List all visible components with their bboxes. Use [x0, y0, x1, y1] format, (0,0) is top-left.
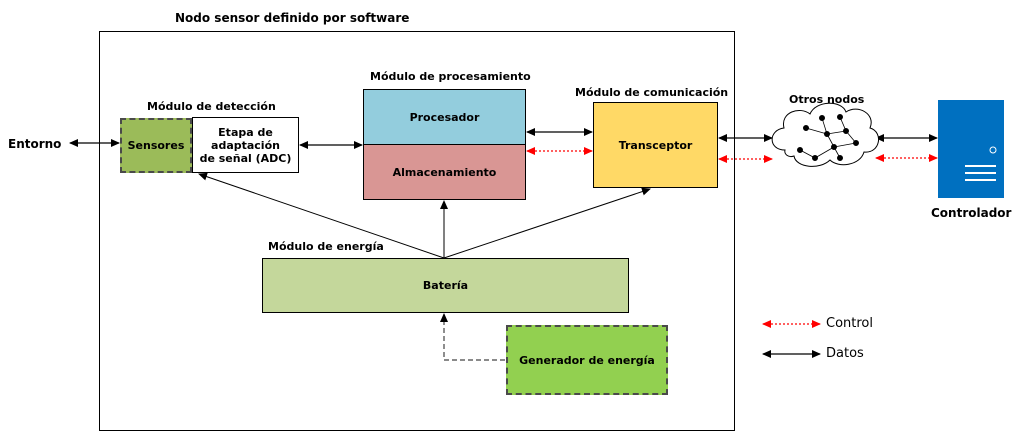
diagram-connections: [69, 100, 1004, 361]
storage-label: Almacenamiento: [392, 165, 497, 179]
generator-label: Generador de energía: [519, 353, 655, 367]
sensors-label: Sensores: [127, 139, 185, 152]
battery-block: Batería: [262, 258, 629, 313]
transceiver-block: Transceptor: [593, 102, 718, 188]
cloud-network-graph: [797, 114, 860, 161]
communication-module-label: Módulo de comunicación: [575, 86, 729, 99]
energy-generator-block: Generador de energía: [506, 325, 668, 395]
adc-label-line2: adaptación: [211, 138, 280, 152]
transceiver-label: Transceptor: [618, 138, 693, 152]
adc-label-line3: de señal (ADC): [199, 151, 292, 165]
detection-module-label: Módulo de detección: [147, 100, 276, 113]
adc-stage-block: Etapa de adaptación de señal (ADC): [192, 117, 299, 173]
processing-module-label: Módulo de procesamiento: [370, 70, 531, 83]
environment-label: Entorno: [8, 137, 62, 151]
generator-to-battery-arrow: [440, 313, 505, 361]
processor-label: Procesador: [409, 110, 480, 124]
battery-to-adc-arrow: [198, 172, 445, 259]
adc-label-line1: Etapa de: [218, 125, 273, 139]
sensors-block: Sensores: [120, 118, 192, 173]
other-nodes-label: Otros nodos: [789, 93, 865, 106]
diagram-title: Nodo sensor definido por software: [175, 11, 410, 25]
legend-control-label: Control: [826, 316, 873, 331]
storage-block: Almacenamiento: [363, 144, 526, 200]
controller-server-icon: [938, 100, 1004, 198]
legend-data-label: Datos: [826, 346, 864, 361]
battery-to-transceiver-arrow: [443, 187, 651, 259]
battery-label: Batería: [422, 279, 469, 292]
controller-label: Controlador: [931, 206, 1012, 220]
energy-module-label: Módulo de energía: [268, 240, 384, 253]
